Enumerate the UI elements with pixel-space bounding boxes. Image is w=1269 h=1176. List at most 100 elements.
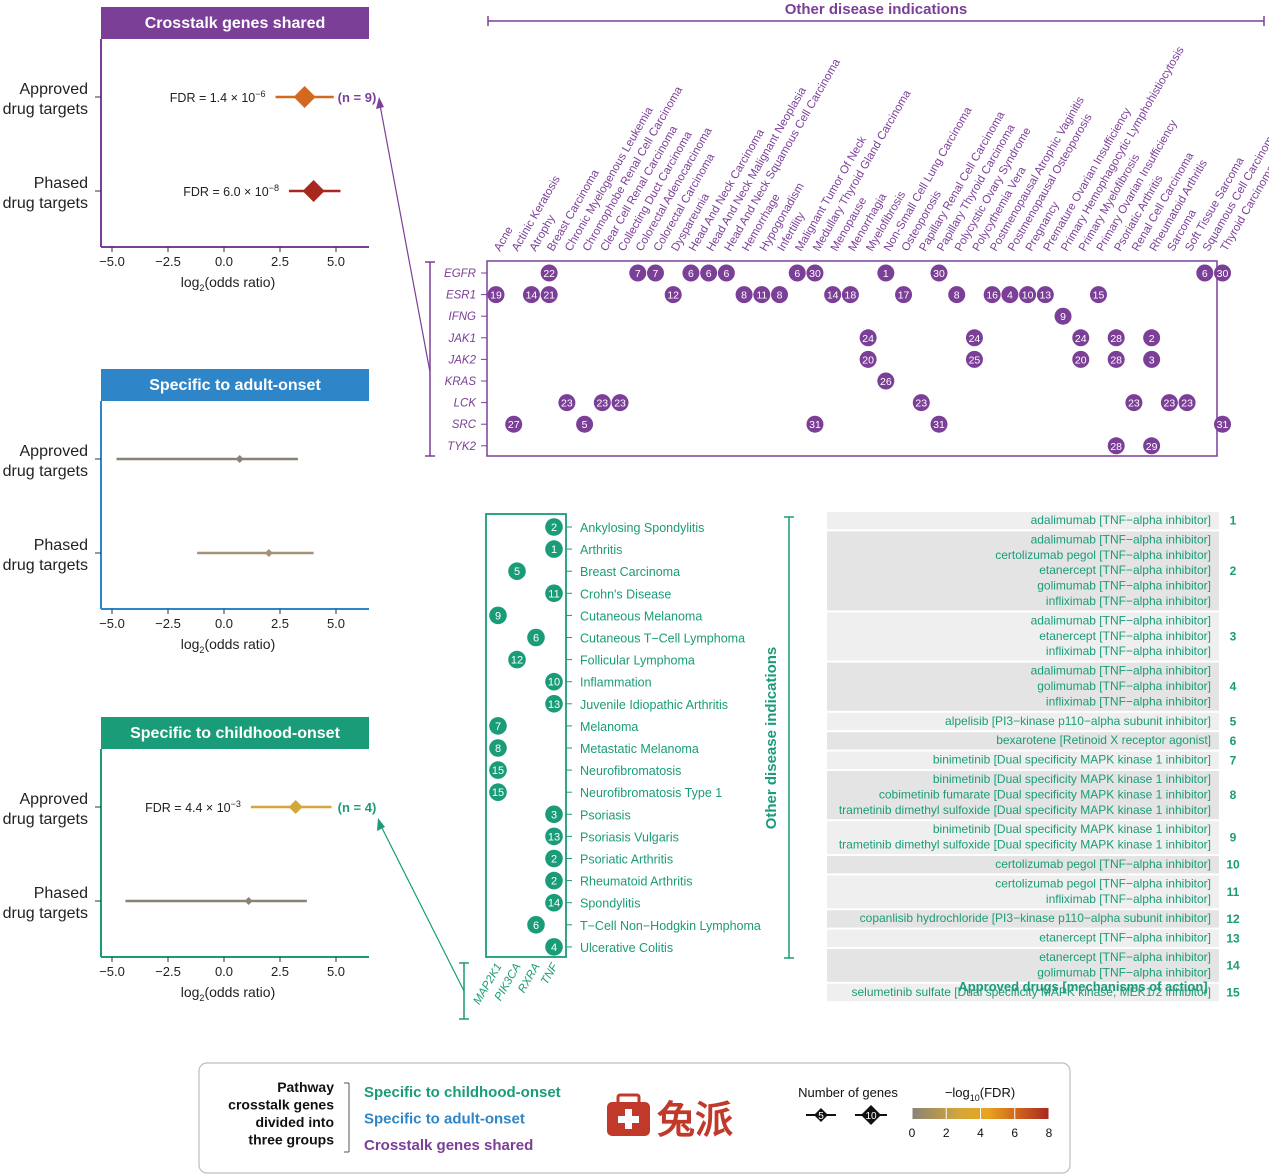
cell-circle [1178, 394, 1196, 412]
drug-name: golimumab [TNF−alpha inhibitor] [1037, 679, 1211, 693]
row-label: LCK [454, 398, 478, 410]
drug-name: certolizumab pegol [TNF−alpha inhibitor] [995, 548, 1211, 562]
x-tick-label: 5.0 [327, 254, 345, 269]
cell-value: 16 [986, 290, 998, 302]
heatmap-cell: 13 [545, 827, 563, 846]
fdr-label: FDR = 1.4 × 10−6 [170, 89, 266, 105]
row-label: Neurofibromatosis Type 1 [580, 786, 722, 800]
row-label: Follicular Lymphoma [580, 654, 695, 668]
heatmap-cell: 22 [540, 264, 558, 282]
drug-group-row: adalimumab [TNF−alpha inhibitor]etanerce… [827, 612, 1237, 661]
cell-value: 6 [723, 268, 729, 280]
connector-purple [379, 104, 431, 373]
cell-circle [930, 415, 948, 433]
drug-row-background [827, 612, 1219, 661]
cell-circle [545, 893, 563, 912]
cell-value: 20 [862, 354, 874, 366]
fdr-text: FDR = 6.0 × 10 [183, 185, 269, 199]
drug-row-background [827, 929, 1219, 947]
cell-value: 30 [1217, 268, 1229, 280]
cell-circle [558, 394, 576, 412]
x-tick-label: 2.5 [271, 964, 289, 979]
drug-group-row: binimetinib [Dual specificity MAPK kinas… [827, 821, 1237, 854]
cell-circle [646, 264, 664, 282]
heatmap-cell: 23 [1178, 394, 1196, 412]
drug-name: infliximab [TNF−alpha inhibitor] [1046, 892, 1211, 906]
heatmap-cell: 7 [646, 264, 664, 282]
row-label: Phased [34, 175, 88, 192]
xlabel-sub: 2 [199, 645, 204, 655]
heatmap-cell: 24 [1072, 329, 1090, 347]
first-aid-cross [618, 1116, 639, 1123]
fdr-exponent: −8 [269, 183, 279, 193]
cell-value: 2 [1149, 333, 1155, 345]
row-label: TYK2 [447, 441, 476, 453]
cell-circle [912, 394, 930, 412]
cell-value: 19 [490, 290, 502, 302]
estimate-diamond [302, 180, 325, 202]
cell-circle [859, 329, 877, 347]
cell-value: 14 [548, 898, 560, 910]
row-label: Psoriasis [580, 808, 631, 822]
row-label: Inflammation [580, 676, 652, 690]
row-label: drug targets [3, 195, 88, 212]
drug-row-background [827, 875, 1219, 909]
estimate-diamond [244, 897, 253, 905]
cell-circle [1089, 286, 1107, 304]
heatmap-cell: 30 [806, 264, 824, 282]
xlabel-main: log [181, 984, 200, 1000]
drug-row-background [827, 856, 1219, 874]
row-label: drug targets [3, 557, 88, 574]
column-label: TNF [539, 961, 561, 987]
row-label: Metastatic Melanoma [580, 742, 699, 756]
cell-circle [1143, 437, 1161, 455]
cell-circle [700, 264, 718, 282]
fdr-label: FDR = 6.0 × 10−8 [183, 183, 279, 199]
x-tick-label: 0.0 [215, 254, 233, 269]
fdr-exponent: −6 [255, 89, 265, 99]
drug-group-row: copanlisib hydrochloride [PI3−kinase p11… [827, 910, 1240, 928]
drug-group-id: 14 [1226, 958, 1240, 972]
cell-circle [1214, 264, 1232, 282]
n-count-label: (n = 9) [338, 90, 377, 105]
heatmap-cell: 15 [1089, 286, 1107, 304]
drug-group-row: bexarotene [Retinoid X receptor agonist]… [827, 732, 1237, 750]
heatmap-cell: 23 [593, 394, 611, 412]
legend-size-diamond [814, 1108, 828, 1122]
row-label: Approved [20, 791, 89, 808]
heatmap-cell: 25 [965, 350, 983, 368]
heatmap-cell: 6 [682, 264, 700, 282]
panel-title-box [101, 7, 369, 39]
drug-name: adalimumab [TNF−alpha inhibitor] [1031, 513, 1211, 527]
cell-circle [664, 286, 682, 304]
cell-circle [806, 415, 824, 433]
panel-title: Specific to adult-onset [149, 377, 321, 394]
cell-value: 11 [756, 290, 767, 302]
cell-circle [508, 650, 526, 669]
x-axis-title: log2(odds ratio) [181, 984, 276, 1003]
heatmap-cell: 18 [841, 286, 859, 304]
cell-value: 28 [1110, 441, 1122, 453]
cell-value: 5 [514, 566, 520, 578]
heatmap-cell: 31 [930, 415, 948, 433]
x-tick-label: 2.5 [271, 616, 289, 631]
cell-value: 8 [495, 743, 501, 755]
heatmap-cell: 6 [788, 264, 806, 282]
heatmap-cell: 23 [611, 394, 629, 412]
x-tick-label: −2.5 [155, 616, 181, 631]
cell-circle [877, 372, 895, 390]
drug-name: etanercept [TNF−alpha inhibitor] [1039, 931, 1211, 945]
cell-circle [1107, 329, 1125, 347]
row-label: T−Cell Non−Hodgkin Lymphoma [580, 919, 761, 933]
cell-circle [859, 350, 877, 368]
drug-name: adalimumab [TNF−alpha inhibitor] [1031, 532, 1211, 546]
fdr-text: FDR = 1.4 × 10 [170, 91, 256, 105]
panel-title-box [101, 717, 369, 749]
row-label: Juvenile Idiopathic Arthritis [580, 698, 728, 712]
drug-group-row: certolizumab pegol [TNF−alpha inhibitor]… [827, 875, 1240, 909]
heatmap-cell: 16 [983, 286, 1001, 304]
heatmap-cell: 30 [1214, 264, 1232, 282]
